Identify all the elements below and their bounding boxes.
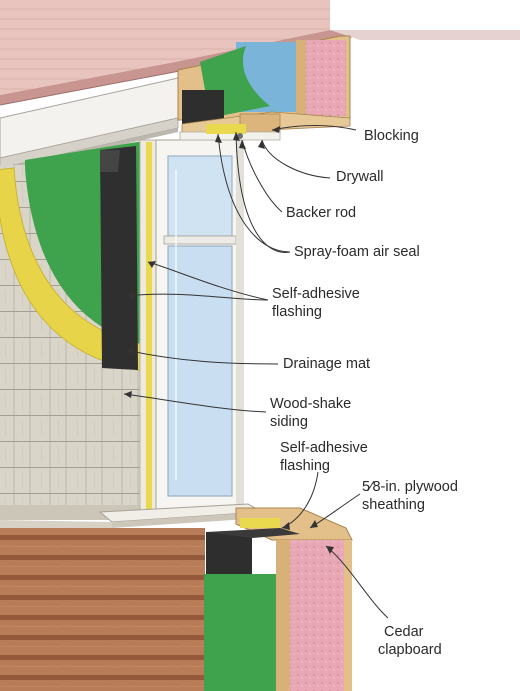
label-cedar-line1: Cedar — [384, 624, 424, 640]
label-drainage-mat: Drainage mat — [283, 356, 371, 372]
leader-cedar — [325, 545, 389, 619]
leader-lines — [123, 125, 389, 619]
label-self-adhesive-lower-line1: Self-adhesive — [280, 440, 368, 456]
label-spray-foam-air-seal: Spray-foam air seal — [294, 244, 420, 260]
label-plywood-line2: sheathing — [362, 497, 425, 513]
label-plywood-line1: 5⁄8-in. plywood — [362, 479, 458, 495]
leader-self-adhesive-upper — [125, 293, 269, 301]
leader-spray-foam-2 — [235, 131, 291, 253]
leader-backer-rod — [241, 139, 283, 213]
leader-spray-foam-1 — [217, 133, 291, 253]
leader-spray-foam-3 — [147, 261, 269, 301]
label-self-adhesive-upper-line2: flashing — [272, 304, 322, 320]
leader-drainage-mat — [125, 349, 279, 365]
label-self-adhesive-upper-line1: Self-adhesive — [272, 286, 360, 302]
sill-cutaway — [204, 507, 353, 691]
leader-blocking — [271, 125, 357, 131]
upper-self-adhesive-flashing — [100, 146, 138, 370]
backer-rod-circle — [237, 133, 243, 139]
spray-foam-head — [206, 124, 246, 134]
head-cutaway — [177, 35, 351, 141]
label-backer-rod: Backer rod — [286, 205, 357, 221]
cedar-clapboard — [0, 528, 205, 691]
window-upper-glass — [167, 155, 233, 237]
leader-arrowheads — [124, 126, 334, 554]
window-lower-glass — [167, 245, 233, 497]
label-wood-shake-line1: Wood-shake — [270, 396, 352, 412]
label-self-adhesive-lower-line2: flashing — [280, 458, 330, 474]
head-insulation-pink — [306, 40, 346, 116]
leader-drywall — [261, 139, 331, 179]
sill-insulation-pink — [290, 540, 344, 691]
head-flashing — [182, 90, 224, 124]
label-blocking: Blocking — [364, 128, 419, 144]
label-drywall: Drywall — [336, 169, 384, 185]
leader-wood-shake — [123, 393, 267, 413]
sill-flashing — [206, 532, 252, 578]
sill-wrb — [204, 574, 276, 691]
label-wood-shake-line2: siding — [270, 414, 308, 430]
label-cedar-line2: clapboard — [378, 642, 442, 658]
